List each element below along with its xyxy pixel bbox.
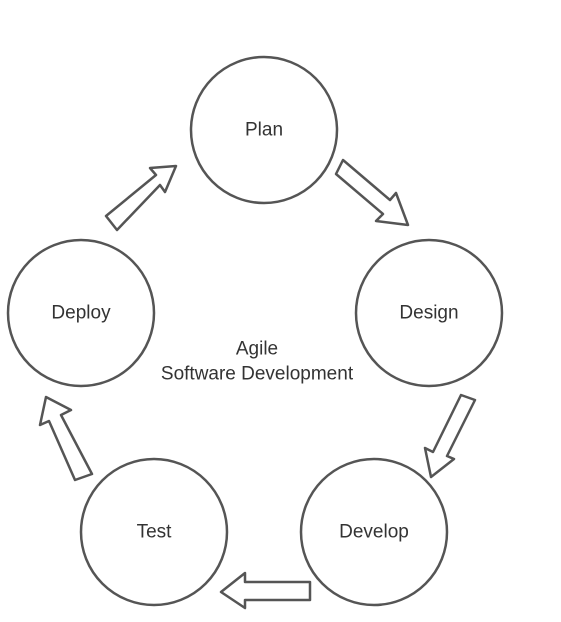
stage-develop-label: Develop bbox=[339, 522, 409, 543]
stage-design-label: Design bbox=[399, 303, 458, 324]
center-label-line1: Agile bbox=[236, 339, 278, 360]
arrow-plan-to-design-icon bbox=[334, 158, 410, 227]
arrow-deploy-to-plan-icon bbox=[104, 164, 178, 232]
stage-deploy: Deploy bbox=[6, 238, 156, 388]
arrow-design-to-develop-icon bbox=[423, 393, 477, 479]
stage-design-circle bbox=[354, 238, 504, 388]
stage-test-label: Test bbox=[137, 522, 173, 543]
stage-plan: Plan bbox=[189, 55, 339, 205]
arrow-test-to-deploy-icon bbox=[38, 395, 94, 482]
center-label-line2: Software Development bbox=[161, 364, 354, 385]
stage-design: Design bbox=[354, 238, 504, 388]
stage-plan-label: Plan bbox=[245, 120, 283, 141]
stage-test: Test bbox=[79, 457, 229, 607]
stage-deploy-circle bbox=[6, 238, 156, 388]
stage-deploy-label: Deploy bbox=[51, 303, 111, 324]
arrow-develop-to-test-icon bbox=[219, 571, 312, 610]
center-label: Agile Software Development bbox=[161, 339, 354, 385]
stage-plan-circle bbox=[189, 55, 339, 205]
stage-test-circle bbox=[79, 457, 229, 607]
stage-develop: Develop bbox=[299, 457, 449, 607]
stage-develop-circle bbox=[299, 457, 449, 607]
